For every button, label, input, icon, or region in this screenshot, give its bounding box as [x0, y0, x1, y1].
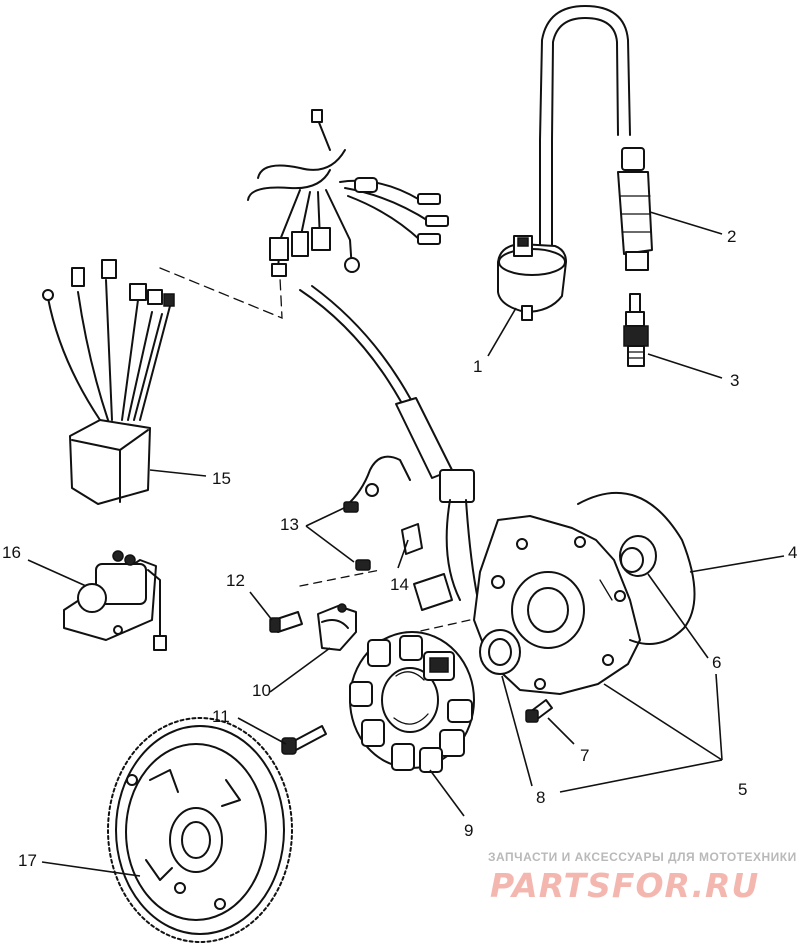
callout-10: 10	[252, 681, 271, 700]
o-ring-gasket	[577, 491, 696, 645]
callout-6: 6	[712, 653, 721, 672]
callout-5: 5	[738, 780, 747, 799]
bolt-11	[281, 725, 327, 755]
callout-4: 4	[788, 543, 797, 562]
spark-plug	[623, 293, 649, 367]
callout-17: 17	[18, 851, 37, 870]
callout-13: 13	[280, 515, 299, 534]
clamp-10	[317, 603, 357, 651]
watermark-brand: PARTSFOR.RU	[490, 866, 760, 905]
stator	[349, 631, 475, 773]
callout-1: 1	[473, 357, 482, 376]
spark-plug-cap	[617, 147, 653, 271]
callout-8: 8	[536, 788, 545, 807]
callout-12: 12	[226, 571, 245, 590]
callout-16: 16	[2, 543, 21, 562]
callout-15: 15	[212, 469, 231, 488]
spark-plug-wire	[539, 5, 631, 251]
screws-13	[343, 455, 411, 571]
starter-solenoid	[63, 550, 167, 651]
bearing-6	[619, 535, 657, 577]
screw-7	[525, 699, 553, 723]
watermark-tagline: ЗАПЧАСТИ И АКСЕССУАРЫ ДЛЯ МОТОТЕХНИКИ	[488, 850, 797, 864]
callout-14: 14	[390, 575, 409, 594]
callout-3: 3	[730, 371, 739, 390]
cdi-box	[42, 259, 175, 505]
wiring-harness	[247, 109, 479, 601]
callout-labels: 1 2 3 4 5 6 7 8 9 10 11 12 13 14 15 16 1…	[2, 227, 797, 870]
seal-8	[479, 629, 521, 675]
screw-12	[269, 611, 303, 633]
leader-lines	[27, 211, 785, 877]
flywheel	[107, 717, 293, 943]
clip-14	[401, 523, 453, 611]
callout-11: 11	[212, 707, 230, 726]
callout-2: 2	[727, 227, 736, 246]
callout-9: 9	[464, 821, 473, 840]
callout-7: 7	[580, 746, 589, 765]
ignition-coil	[497, 235, 567, 321]
